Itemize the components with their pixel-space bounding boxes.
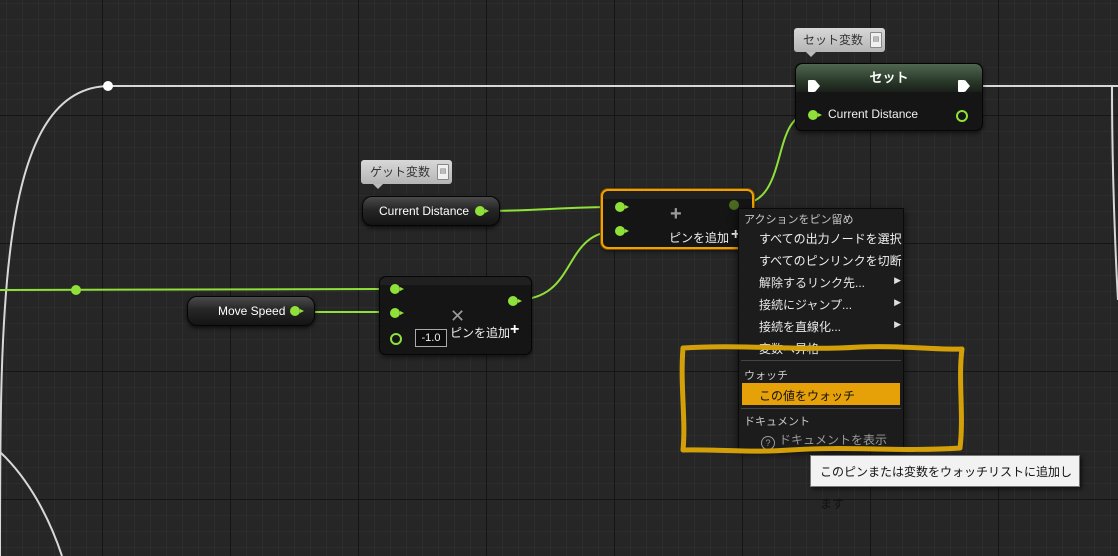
plus-icon: + [670, 203, 682, 225]
menu-item-promote-to-variable[interactable]: 変数へ昇格 [759, 342, 820, 356]
add-pin-plus-icon[interactable]: + [731, 226, 741, 243]
multiply-out-pin[interactable] [508, 296, 522, 306]
set-node[interactable]: セット Current Distance [795, 63, 983, 131]
tag-tail [373, 184, 383, 189]
menu-item-watch-label: この値をウォッチ [759, 389, 856, 403]
menu-item-view-docs[interactable]: ? ドキュメントを表示 [761, 431, 887, 450]
multiply-in-pin-b[interactable] [390, 308, 404, 318]
add-in-pin-b[interactable] [615, 226, 629, 236]
multiply-node-header [380, 277, 531, 285]
menu-separator [741, 408, 901, 409]
menu-item-select-output-nodes[interactable]: すべての出力ノードを選択 [759, 232, 902, 246]
menu-item-straighten-connection[interactable]: 接続を直線化... ▶ [759, 318, 901, 335]
add-in-pin-a[interactable] [615, 202, 629, 212]
add-node-header [603, 191, 752, 199]
menu-item-watch-value[interactable]: この値をウォッチ [742, 383, 900, 405]
get-variable-tag: ゲット変数 ▤ [361, 160, 453, 189]
menu-item-jump-to-connection[interactable]: 接続にジャンプ... ▶ [759, 296, 901, 313]
menu-item-docs-label: ドキュメントを表示 [779, 433, 888, 447]
move-speed-label: Move Speed [218, 304, 286, 318]
help-icon: ? [761, 436, 775, 450]
menu-item-label: 接続を直線化... [759, 320, 842, 334]
default-value-field[interactable]: -1.0 [415, 329, 447, 347]
set-node-title: セット [796, 64, 982, 92]
menu-item-label: 解除するリンク先... [759, 276, 866, 290]
submenu-arrow-icon: ▶ [894, 319, 901, 329]
submenu-arrow-icon: ▶ [894, 275, 901, 285]
set-variable-tag: セット変数 ▤ [794, 28, 886, 57]
tooltip: このピンまたは変数をウォッチリストに追加します [810, 455, 1080, 511]
current-distance-in-pin[interactable] [808, 110, 822, 120]
menu-item-label: 接続にジャンプ... [759, 298, 853, 312]
get-variable-tag-label: ゲット変数 [370, 165, 431, 179]
menu-section-watch: ウォッチ [744, 370, 788, 382]
set-variable-tag-label: セット変数 [803, 33, 864, 47]
menu-item-break-pin-links[interactable]: すべてのピンリンクを切断 [759, 254, 902, 268]
float-wire-get [483, 206, 619, 212]
multiply-add-pin-label[interactable]: ピンを追加 [450, 326, 511, 340]
tag-tail [806, 52, 816, 57]
menu-section-docs: ドキュメント [744, 416, 810, 428]
add-out-pin[interactable] [729, 200, 739, 210]
multiply-node[interactable]: -1.0 ✕ ピンを追加 + [379, 276, 532, 355]
float-wire-left [0, 288, 395, 291]
exec-wire-left [0, 85, 111, 556]
exec-wire-right [1111, 85, 1118, 301]
exec-wire-lower-left [0, 451, 63, 556]
document-icon: ▤ [870, 32, 883, 48]
get-node-label: Current Distance [379, 204, 470, 218]
get-current-distance-node[interactable]: Current Distance [362, 196, 500, 226]
submenu-arrow-icon: ▶ [894, 297, 901, 307]
add-pin-plus-icon[interactable]: + [510, 321, 520, 338]
multiply-in-pin-c[interactable] [390, 333, 402, 345]
document-icon: ▤ [437, 164, 450, 180]
multiply-icon: ✕ [450, 306, 466, 326]
menu-item-break-link-to[interactable]: 解除するリンク先... ▶ [759, 274, 901, 291]
set-node-pin-label: Current Distance [828, 107, 919, 121]
add-pin-label[interactable]: ピンを追加 [669, 231, 730, 245]
context-menu: アクションをピン留め すべての出力ノードを選択 すべてのピンリンクを切断 解除す… [738, 208, 904, 450]
current-distance-out-pin[interactable] [956, 110, 968, 122]
current-distance-get-pin[interactable] [475, 206, 489, 216]
menu-separator [741, 360, 901, 361]
menu-section-pin-actions: アクションをピン留め [744, 214, 854, 226]
reroute-exec [103, 81, 113, 91]
move-speed-node[interactable]: Move Speed [187, 296, 315, 326]
multiply-in-pin-a[interactable] [390, 284, 404, 294]
reroute-float [71, 285, 81, 295]
add-node[interactable]: + ピンを追加 + [601, 189, 754, 249]
move-speed-out-pin[interactable] [290, 306, 304, 316]
